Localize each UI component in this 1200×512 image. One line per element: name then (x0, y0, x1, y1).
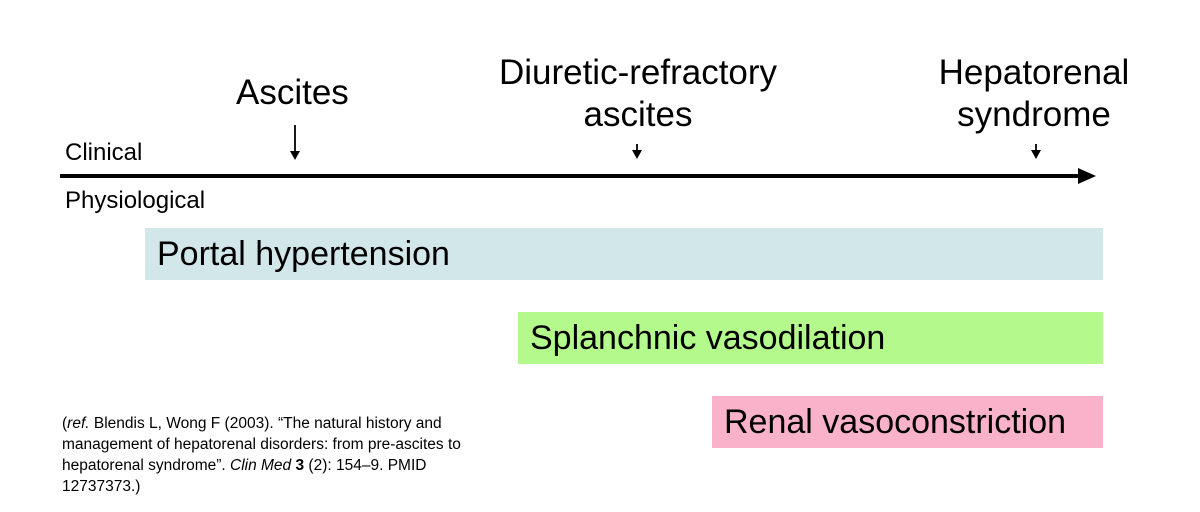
reference-open-paren: ( (62, 415, 68, 432)
stage-hepatorenal-syndrome: Hepatorenal syndrome (932, 52, 1136, 136)
stage-pointer-diuretic-refractory (632, 144, 642, 159)
stage-pointer-ascites (290, 125, 300, 160)
stage-ascites: Ascites (236, 72, 349, 114)
reference-citation: (ref. Blendis L, Wong F (2003). “The nat… (62, 413, 502, 497)
bar-portal-hypertension-label: Portal hypertension (157, 234, 450, 273)
stage-pointer-hepatorenal (1031, 144, 1041, 159)
reference-issue-pages: (2): 154–9. PMID 12737373.) (62, 457, 427, 495)
reference-tag: ref. (67, 415, 90, 432)
clinical-label: Clinical (65, 139, 143, 166)
bar-portal-hypertension: Portal hypertension (145, 228, 1103, 280)
stage-diuretic-refractory-label-line2: ascites (583, 95, 693, 134)
stage-diuretic-refractory-label-line1: Diuretic-refractory (498, 53, 778, 92)
bar-renal-vasoconstriction: Renal vasoconstriction (712, 396, 1103, 448)
bar-splanchnic-vasodilation: Splanchnic vasodilation (518, 312, 1103, 364)
stage-hepatorenal-label-line2: syndrome (957, 95, 1111, 134)
stage-hepatorenal-label-line1: Hepatorenal (938, 53, 1130, 92)
bar-renal-vasoconstriction-label: Renal vasoconstriction (724, 402, 1067, 441)
bar-splanchnic-vasodilation-label: Splanchnic vasodilation (530, 318, 886, 357)
physiological-label: Physiological (65, 187, 206, 214)
reference-volume: 3 (291, 457, 305, 474)
stage-diuretic-refractory-ascites: Diuretic-refractory ascites (490, 52, 786, 136)
reference-journal: Clin Med (230, 457, 292, 474)
reference-authors-title: Blendis L, Wong F (2003). “The natural h… (62, 415, 461, 474)
timeline-arrowhead-icon (1078, 168, 1096, 184)
stage-ascites-label: Ascites (236, 73, 349, 112)
